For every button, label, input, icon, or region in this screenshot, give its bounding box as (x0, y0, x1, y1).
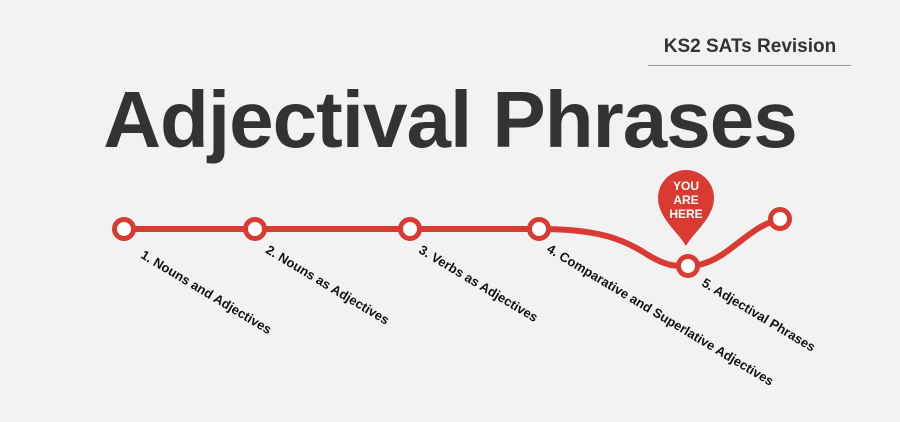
route-stop-2 (243, 217, 267, 241)
route-stop-1 (112, 217, 136, 241)
pin-line-3: HERE (669, 207, 702, 221)
route-stop-5 (676, 254, 700, 278)
route-stop-3 (398, 217, 422, 241)
subtitle: KS2 SATs Revision (663, 36, 837, 57)
pin-line-1: YOU (673, 179, 699, 193)
subtitle-underline (648, 65, 851, 66)
route-stop-6 (768, 207, 792, 231)
pin-line-2: ARE (673, 193, 698, 207)
you-are-here-pin-icon: YOU ARE HERE (658, 170, 714, 246)
route-stop-4 (527, 217, 551, 241)
page-title: Adjectival Phrases (103, 75, 797, 164)
